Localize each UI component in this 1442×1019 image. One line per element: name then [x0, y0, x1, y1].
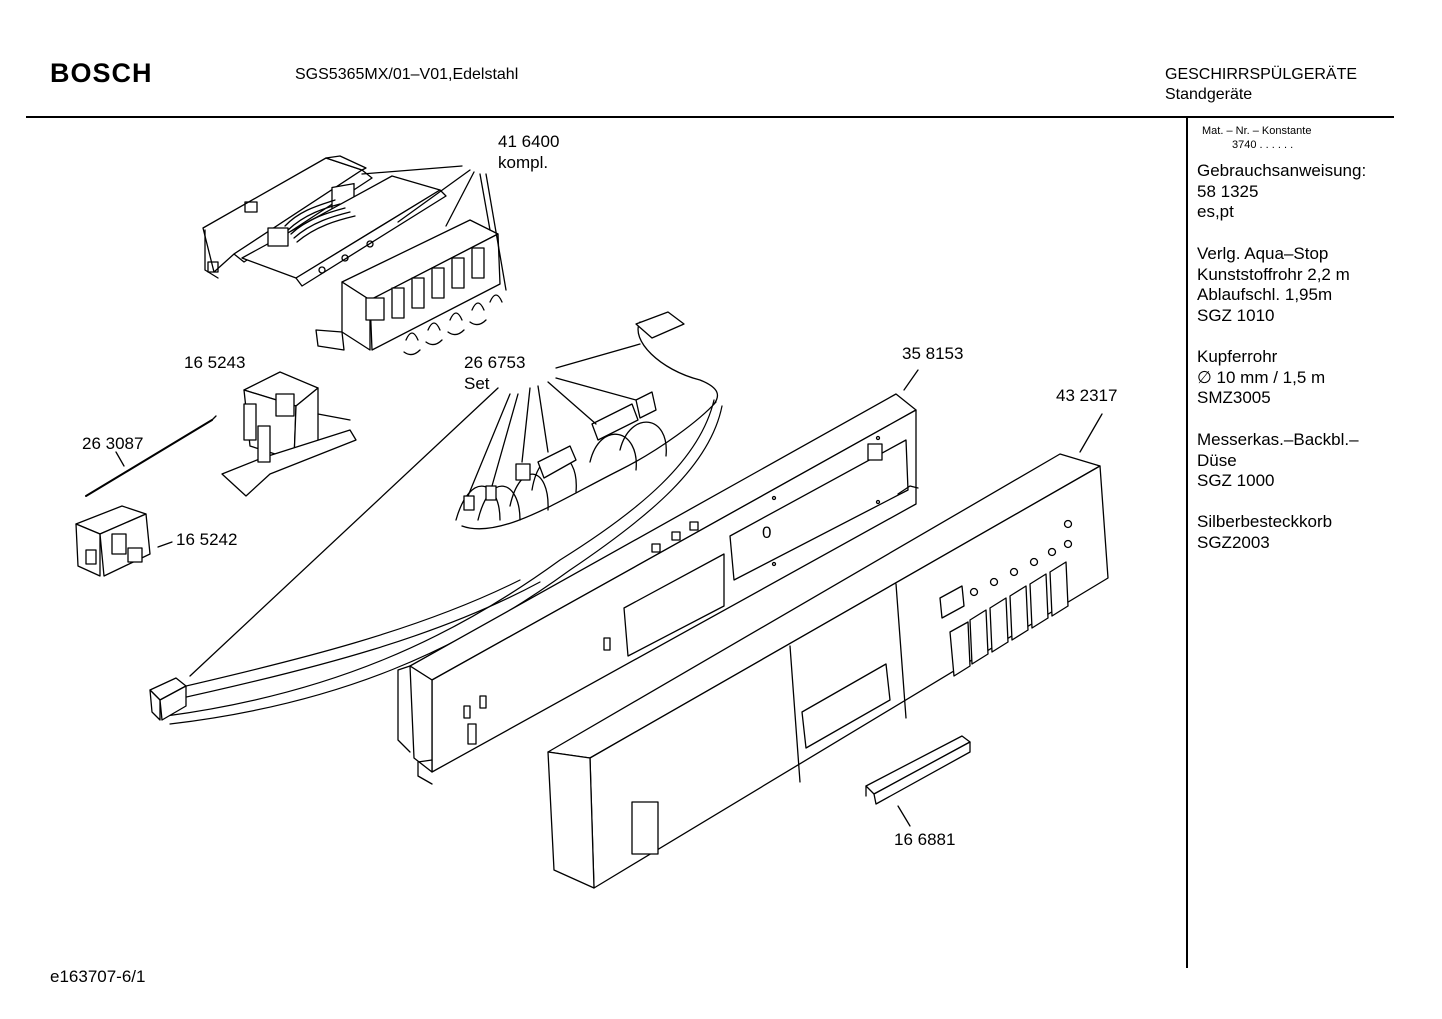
cover-strip-166881 — [866, 736, 970, 804]
sidebar-line: es,pt — [1197, 202, 1234, 222]
sidebar-block-cutlery-basket: Silberbesteckkorb SGZ2003 — [1197, 512, 1332, 553]
part-label-166881: 16 6881 — [894, 830, 956, 849]
sidebar-line: SGZ2003 — [1197, 532, 1270, 552]
part-label-416400-note: kompl. — [498, 153, 549, 172]
switch-housing-165243 — [222, 372, 356, 496]
sidebar-divider — [1186, 116, 1188, 968]
electronic-module-416400 — [203, 156, 502, 355]
sidebar-line: Kupferrohr — [1197, 347, 1278, 366]
cable-set-266753 — [150, 312, 722, 724]
leader-line-432317 — [1080, 414, 1102, 452]
sidebar-line: 58 1325 — [1197, 181, 1259, 201]
sidebar-line: Kunststoffrohr 2,2 m — [1197, 264, 1350, 284]
category-title: GESCHIRRSPÜLGERÄTE — [1165, 66, 1358, 83]
sidebar-line: Düse — [1197, 450, 1237, 470]
panel-marker: 0 — [762, 523, 772, 542]
part-label-432317: 43 2317 — [1056, 386, 1118, 405]
sidebar-line: Silberbesteckkorb — [1197, 512, 1333, 531]
sidebar-block-copper-pipe: Kupferrohr ∅ 10 mm / 1,5 m SMZ3005 — [1197, 347, 1325, 409]
sidebar-block-aqua-stop: Verlg. Aqua–Stop Kunststoffrohr 2,2 m Ab… — [1197, 244, 1350, 326]
part-label-165243: 16 5243 — [184, 353, 246, 372]
leader-line-358153 — [904, 370, 918, 390]
part-label-358153: 35 8153 — [902, 344, 964, 363]
model-title: SGS5365MX/01–V01,Edelstahl — [295, 66, 519, 83]
material-number-header: Mat. – Nr. – Konstante — [1202, 125, 1312, 137]
sidebar-line: Gebrauchsanweisung: — [1197, 161, 1367, 180]
part-label-165242: 16 5242 — [176, 530, 238, 549]
leader-lines-266753 — [190, 344, 640, 676]
shaft-263087 — [86, 420, 212, 496]
switch-165242 — [76, 506, 150, 576]
sidebar-line: Ablaufschl. 1,95m — [1197, 285, 1333, 305]
drawing-id: e163707-6/1 — [50, 967, 146, 986]
sidebar-line: Messerkas.–Backbl.– — [1197, 430, 1359, 449]
control-panel-432317 — [548, 454, 1108, 888]
sidebar-line: Verlg. Aqua–Stop — [1197, 244, 1329, 263]
part-label-416400: 41 6400 — [498, 132, 560, 151]
brand-logo: BOSCH — [50, 58, 153, 88]
part-label-266753-note: Set — [464, 374, 490, 393]
sidebar-line: SGZ 1010 — [1197, 305, 1275, 325]
category-subtitle: Standgeräte — [1165, 86, 1253, 103]
panel-frame-358153 — [398, 394, 918, 784]
material-number-value: 3740 . . . . . . — [1232, 139, 1294, 151]
leader-line-165242 — [158, 542, 172, 547]
sidebar-line: SGZ 1000 — [1197, 471, 1275, 491]
part-label-263087: 26 3087 — [82, 434, 144, 453]
part-label-266753: 26 6753 — [464, 353, 526, 372]
sidebar-block-manual: Gebrauchsanweisung: 58 1325 es,pt — [1197, 161, 1366, 223]
sidebar-line: ∅ 10 mm / 1,5 m — [1197, 367, 1326, 387]
sidebar-block-knife-basket: Messerkas.–Backbl.– Düse SGZ 1000 — [1197, 430, 1359, 492]
leader-lines-416400 — [362, 166, 506, 290]
leader-line-263087 — [116, 452, 124, 466]
sidebar-line: SMZ3005 — [1197, 388, 1271, 408]
header-divider — [26, 116, 1394, 118]
leader-line-166881 — [898, 806, 910, 826]
